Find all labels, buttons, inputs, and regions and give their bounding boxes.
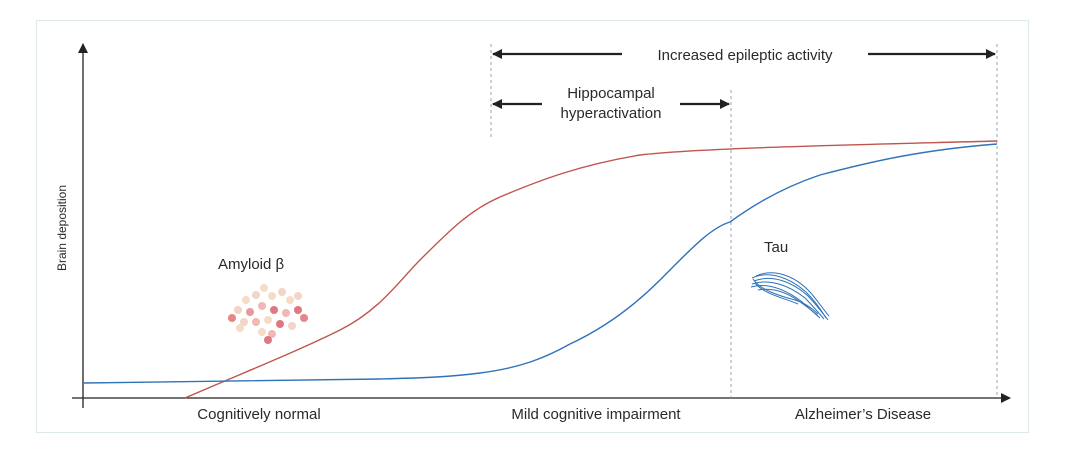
amyloid-curve	[184, 140, 998, 399]
amyloid-label: Amyloid β	[218, 256, 285, 273]
stage-label-cognitively-normal: Cognitively normal	[197, 406, 320, 423]
tau-label: Tau	[764, 239, 788, 256]
stage-label-mci: Mild cognitive impairment	[511, 406, 681, 423]
hippocampal-label-line1: Hippocampal	[567, 85, 655, 102]
y-axis-label: Brain deposition	[55, 185, 69, 271]
tau-tangle-icon	[750, 272, 830, 321]
stage-label-alzheimers: Alzheimer’s Disease	[795, 406, 931, 423]
amyloid-plaque-icon	[228, 284, 308, 344]
hippocampal-label-line2: hyperactivation	[561, 105, 662, 122]
figure-frame	[36, 20, 1029, 433]
tau-curve	[82, 143, 998, 384]
epileptic-label: Increased epileptic activity	[657, 47, 833, 64]
